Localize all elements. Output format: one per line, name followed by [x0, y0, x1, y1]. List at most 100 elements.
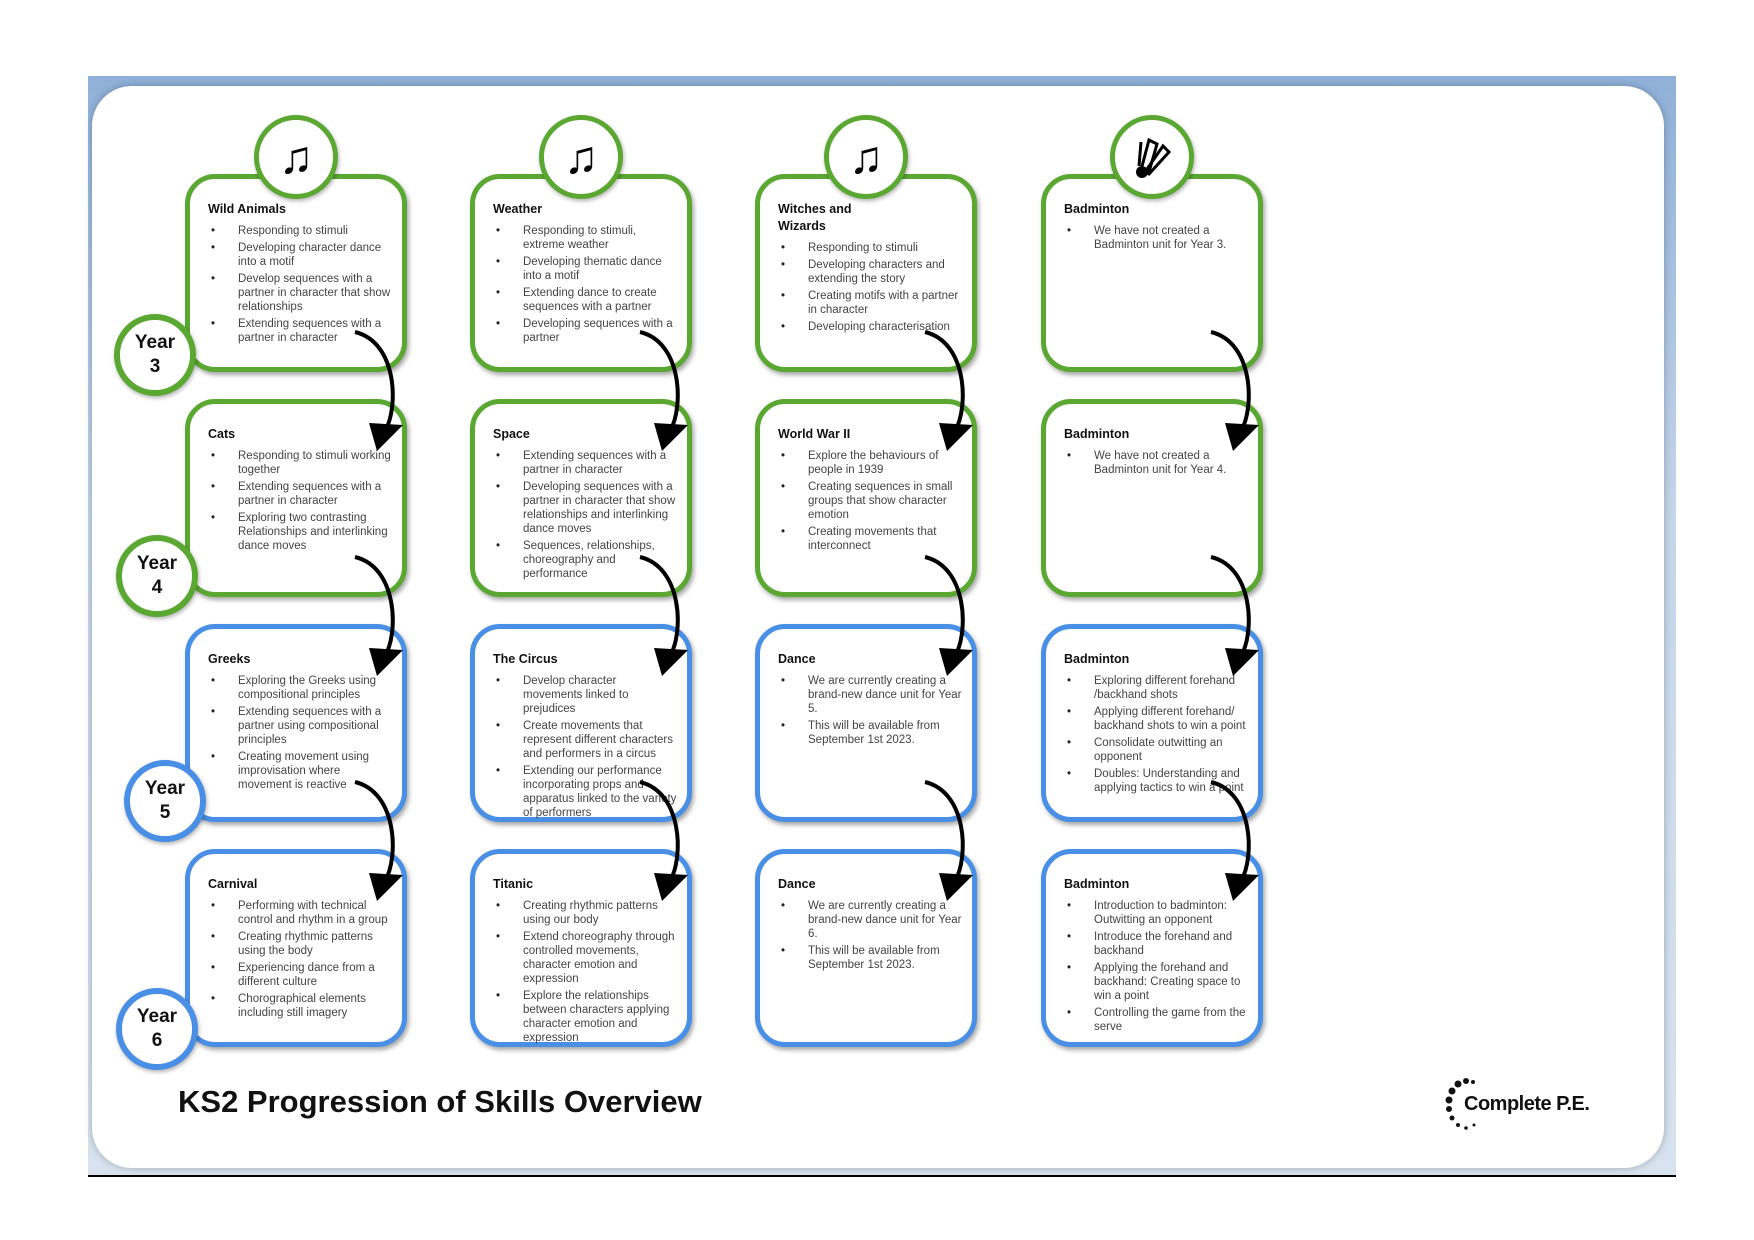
- unit-title: Badminton: [1064, 877, 1130, 891]
- unit-card: WeatherResponding to stimuli, extreme we…: [470, 174, 692, 372]
- skill-item: Controlling the game from the serve: [1064, 1006, 1248, 1034]
- unit-card: Wild AnimalsResponding to stimuliDevelop…: [185, 174, 407, 372]
- shuttlecock-icon: [1110, 115, 1194, 199]
- unit-title: Badminton: [1064, 427, 1130, 441]
- unit-title: Dance: [778, 652, 816, 666]
- skill-item: Developing thematic dance into a motif: [493, 255, 677, 283]
- unit-card: Badminton We have not created a Badminton…: [1041, 399, 1263, 597]
- year-label: Year: [136, 553, 178, 574]
- year-number: 3: [149, 356, 161, 377]
- skill-item: Developing sequences with a partner in c…: [493, 480, 677, 536]
- year-badge: Year 6: [116, 988, 198, 1070]
- unit-card: CarnivalPerforming with technical contro…: [185, 849, 407, 1047]
- skill-item: Responding to stimuli working together: [208, 449, 392, 477]
- skill-item: We have not created a Badminton unit for…: [1064, 449, 1248, 477]
- skill-item: Applying different forehand/ backhand sh…: [1064, 705, 1248, 733]
- music-note-icon: ♫: [254, 115, 338, 199]
- year-badge: Year 4: [116, 535, 198, 617]
- unit-card: Badminton We have not created a Badminton…: [1041, 174, 1263, 372]
- unit-title: Badminton: [1064, 652, 1130, 666]
- unit-title: World War II: [778, 427, 851, 441]
- unit-title: Cats: [208, 427, 236, 441]
- skill-item: Applying the forehand and backhand: Crea…: [1064, 961, 1248, 1003]
- skill-item: Responding to stimuli: [208, 224, 392, 238]
- page-title: KS2 Progression of Skills Overview: [178, 1084, 702, 1119]
- skill-item: Introduce the forehand and backhand: [1064, 930, 1248, 958]
- unit-card: BadmintonIntroduction to badminton: Outw…: [1041, 849, 1263, 1047]
- unit-card: Dance We are currently creating a brand-n…: [755, 849, 977, 1047]
- year-badge: Year 5: [124, 760, 206, 842]
- skill-item: Developing sequences with a partner: [493, 317, 677, 345]
- unit-title: Greeks: [208, 652, 251, 666]
- skill-item: We have not created a Badminton unit for…: [1064, 224, 1248, 252]
- skill-item: Develop sequences with a partner in char…: [208, 272, 392, 314]
- skill-item: This will be available from September 1s…: [778, 719, 962, 747]
- unit-title: The Circus: [493, 652, 558, 666]
- unit-card: GreeksExploring the Greeks using composi…: [185, 624, 407, 822]
- skill-item: Introduction to badminton: Outwitting an…: [1064, 899, 1248, 927]
- unit-card: CatsResponding to stimuli working togeth…: [185, 399, 407, 597]
- skill-item: Extend choreography through controlled m…: [493, 930, 677, 986]
- skill-item: Performing with technical control and rh…: [208, 899, 392, 927]
- year-label: Year: [136, 1006, 178, 1027]
- unit-title: Wild Animals: [208, 202, 286, 216]
- unit-card: BadmintonExploring different forehand /b…: [1041, 624, 1263, 822]
- unit-card: Dance We are currently creating a brand-n…: [755, 624, 977, 822]
- skill-item: Creating movement using improvisation wh…: [208, 750, 392, 792]
- unit-title: Badminton: [1064, 202, 1130, 216]
- skill-item: Responding to stimuli: [778, 241, 962, 255]
- skill-item: Sequences, relationships, choreography a…: [493, 539, 677, 581]
- year-badge: Year 3: [114, 314, 196, 396]
- unit-title: Space: [493, 427, 530, 441]
- unit-card: SpaceExtending sequences with a partner …: [470, 399, 692, 597]
- year-number: 6: [151, 1030, 163, 1051]
- skill-item: Explore the behaviours of people in 1939: [778, 449, 962, 477]
- year-label: Year: [144, 778, 186, 799]
- skill-item: Experiencing dance from a different cult…: [208, 961, 392, 989]
- complete-pe-logo: Complete P.E.: [1444, 1075, 1604, 1135]
- skill-item: Developing characters and extending the …: [778, 258, 962, 286]
- skill-item: Chorographical elements including still …: [208, 992, 392, 1020]
- unit-card: TitanicCreating rhythmic patterns using …: [470, 849, 692, 1047]
- skill-item: Creating movements that interconnect: [778, 525, 962, 553]
- skill-item: Develop character movements linked to pr…: [493, 674, 677, 716]
- skill-item: Extending sequences with a partner in ch…: [493, 449, 677, 477]
- unit-title: Carnival: [208, 877, 258, 891]
- unit-card: Witches and WizardsResponding to stimuli…: [755, 174, 977, 372]
- music-note-icon: ♫: [824, 115, 908, 199]
- unit-title: Witches and Wizards: [778, 202, 852, 233]
- skill-item: Creating motifs with a partner in charac…: [778, 289, 962, 317]
- year-label: Year: [134, 332, 176, 353]
- year-number: 5: [159, 802, 171, 823]
- skill-item: Extending sequences with a partner using…: [208, 705, 392, 747]
- skill-item: Doubles: Understanding and applying tact…: [1064, 767, 1248, 795]
- skill-item: Extending dance to create sequences with…: [493, 286, 677, 314]
- skill-item: Developing character dance into a motif: [208, 241, 392, 269]
- skill-item: Consolidate outwitting an opponent: [1064, 736, 1248, 764]
- logo-text: Complete P.E.: [1464, 1093, 1590, 1115]
- skill-item: Exploring two contrasting Relationships …: [208, 511, 392, 553]
- skill-item: Developing characterisation: [778, 320, 962, 334]
- skill-item: This will be available from September 1s…: [778, 944, 962, 972]
- music-note-icon: ♫: [539, 115, 623, 199]
- logo-dots-icon: [1445, 1078, 1476, 1130]
- skill-item: Explore the relationships between charac…: [493, 989, 677, 1045]
- year-number: 4: [151, 577, 163, 598]
- skill-item: Creating rhythmic patterns using our bod…: [493, 899, 677, 927]
- unit-title: Titanic: [493, 877, 534, 891]
- skill-item: Exploring the Greeks using compositional…: [208, 674, 392, 702]
- skill-item: Exploring different forehand /backhand s…: [1064, 674, 1248, 702]
- unit-title: Dance: [778, 877, 816, 891]
- skill-item: Responding to stimuli, extreme weather: [493, 224, 677, 252]
- skill-item: Creating sequences in small groups that …: [778, 480, 962, 522]
- skill-item: Extending our performance incorporating …: [493, 764, 677, 820]
- unit-title: Weather: [493, 202, 543, 216]
- unit-card: The CircusDevelop character movements li…: [470, 624, 692, 822]
- skill-item: Extending sequences with a partner in ch…: [208, 480, 392, 508]
- divider: [88, 1175, 1676, 1177]
- skill-item: Extending sequences with a partner in ch…: [208, 317, 392, 345]
- skill-item: We are currently creating a brand-new da…: [778, 899, 962, 941]
- skill-item: We are currently creating a brand-new da…: [778, 674, 962, 716]
- skill-item: Creating rhythmic patterns using the bod…: [208, 930, 392, 958]
- unit-card: World War II Explore the behaviours of pe…: [755, 399, 977, 597]
